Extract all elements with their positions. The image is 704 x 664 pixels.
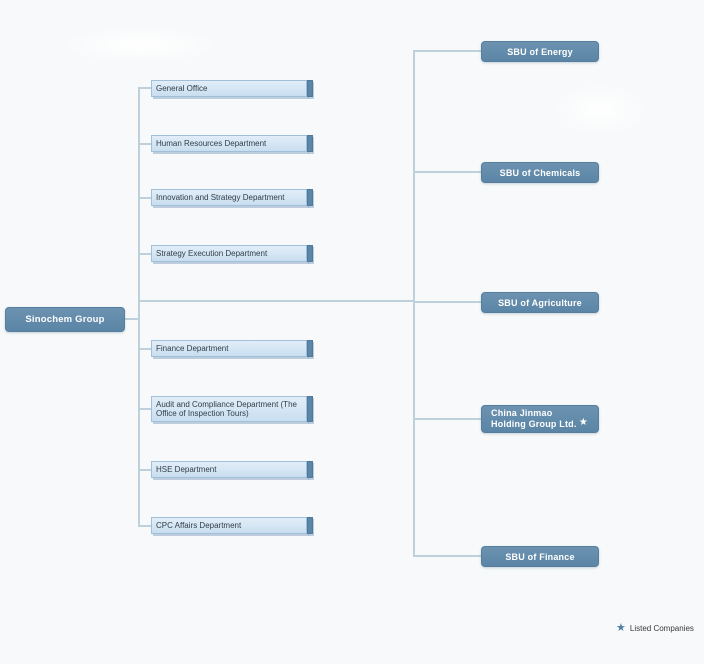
connector-line xyxy=(138,143,151,145)
department-label: Finance Department xyxy=(156,343,229,353)
sbu-label: SBU of Energy xyxy=(507,46,573,57)
connector-line xyxy=(138,469,151,471)
connector-line xyxy=(138,197,151,199)
connector-line xyxy=(138,253,151,255)
sbu-node-china-jinmao: China Jinmao Holding Group Ltd. ★ xyxy=(481,405,599,433)
department-label: Innovation and Strategy Department xyxy=(156,192,285,202)
legend-label: Listed Companies xyxy=(629,623,694,633)
department-label: Human Resources Department xyxy=(156,138,267,148)
department-label: Strategy Execution Department xyxy=(156,248,268,258)
sbu-label: SBU of Finance xyxy=(505,551,575,562)
connector-line xyxy=(138,525,151,527)
sbu-node-finance: SBU of Finance xyxy=(481,546,599,567)
connector-line xyxy=(415,50,481,52)
root-node-label: Sinochem Group xyxy=(25,314,105,325)
connector-line xyxy=(415,418,481,420)
department-node-audit-compliance: Audit and Compliance Department (The Off… xyxy=(151,396,313,422)
sbu-node-agriculture: SBU of Agriculture xyxy=(481,292,599,313)
department-node-general-office: General Office xyxy=(151,80,313,97)
department-node-cpc-affairs: CPC Affairs Department xyxy=(151,517,313,534)
department-node-strategy-execution: Strategy Execution Department xyxy=(151,245,313,262)
department-node-finance: Finance Department xyxy=(151,340,313,357)
department-node-innovation-strategy: Innovation and Strategy Department xyxy=(151,189,313,206)
left-trunk-line xyxy=(138,87,140,527)
connector-line xyxy=(415,555,481,557)
connector-line xyxy=(415,171,481,173)
department-label: General Office xyxy=(156,83,208,93)
sbu-label: SBU of Chemicals xyxy=(499,167,581,178)
sbu-label: SBU of Agriculture xyxy=(498,297,582,308)
listed-star-icon: ★ xyxy=(616,621,626,634)
department-label: HSE Department xyxy=(156,464,217,474)
department-label: CPC Affairs Department xyxy=(156,520,242,530)
department-node-hse: HSE Department xyxy=(151,461,313,478)
sbu-node-energy: SBU of Energy xyxy=(481,41,599,62)
connector-line xyxy=(138,408,151,410)
root-connector-line xyxy=(125,318,138,320)
main-horizontal-line xyxy=(138,300,415,302)
department-node-human-resources: Human Resources Department xyxy=(151,135,313,152)
connector-line xyxy=(138,348,151,350)
department-label: Audit and Compliance Department (The Off… xyxy=(156,399,297,418)
sbu-node-chemicals: SBU of Chemicals xyxy=(481,162,599,183)
sbu-label: China Jinmao Holding Group Ltd. xyxy=(491,408,577,429)
legend: ★ Listed Companies xyxy=(616,621,694,635)
root-node-sinochem-group: Sinochem Group xyxy=(5,307,125,332)
connector-line xyxy=(138,87,151,89)
listed-star-icon: ★ xyxy=(578,417,588,428)
connector-line xyxy=(415,301,481,303)
right-trunk-line xyxy=(413,50,415,557)
